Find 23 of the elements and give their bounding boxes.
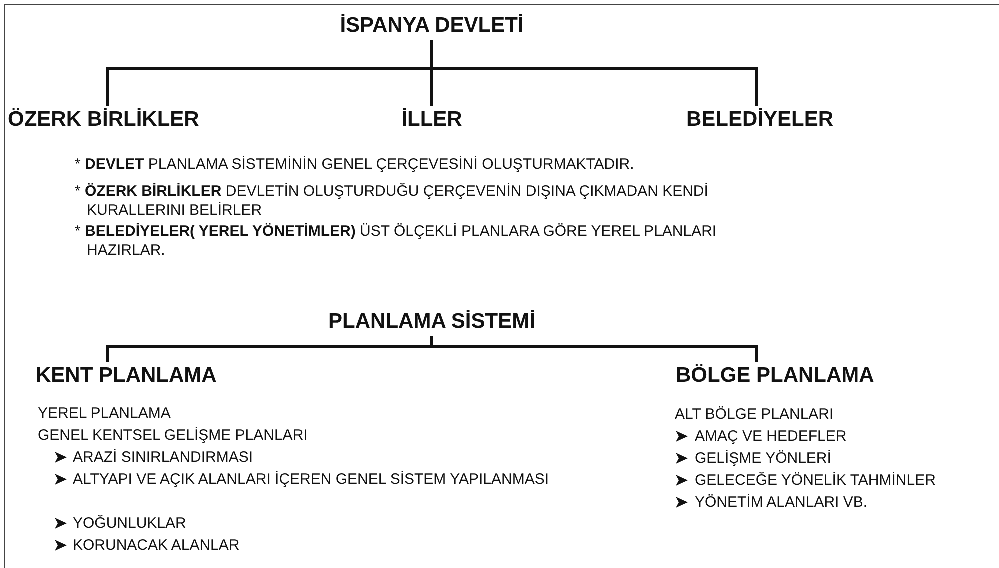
heading-text: İLLER bbox=[392, 106, 472, 134]
subheading-text: GENEL KENTSEL GELİŞME PLANLARI bbox=[38, 426, 309, 445]
list-item-text: ARAZİ SINIRLANDIRMASI bbox=[73, 448, 254, 467]
heading-text: KENT PLANLAMA bbox=[36, 362, 246, 392]
heading-text: İSPANYA DEVLETİ bbox=[322, 12, 542, 40]
list-item-text: GELİŞME YÖNLERİ bbox=[695, 449, 832, 468]
heading-text: BELEDİYELER bbox=[675, 106, 845, 134]
subheading-text: ALT BÖLGE PLANLARI bbox=[675, 405, 835, 424]
list-item-text: YÖNETİM ALANLARI VB. bbox=[695, 493, 869, 512]
subheading-text: YEREL PLANLAMA bbox=[38, 404, 172, 423]
note-text: *ÖZERK BİRLİKLER DEVLETİN OLUŞTURDUĞU ÇERÇEVENİN DIŞINA ÇIKMADAN KENDİ KURALLERINI BELİRLER bbox=[75, 182, 710, 220]
note-text: *BELEDİYELER( YEREL YÖNETİMLER) ÜST ÖLÇEKLİ PLANLARA GÖRE YEREL PLANLARI HAZIRLAR. bbox=[75, 222, 718, 260]
list-item-text: ALTYAPI VE AÇIK ALANLARI İÇEREN GENEL SİSTEM YAPILANMASI bbox=[73, 470, 550, 489]
list-item-text: AMAÇ VE HEDEFLER bbox=[695, 427, 848, 446]
tree-connector bbox=[430, 336, 758, 362]
list-item-text: YOĞUNLUKLAR bbox=[73, 514, 188, 533]
list-item-text: KORUNACAK ALANLAR bbox=[73, 536, 241, 555]
heading-text: ÖZERK BİRLİKLER bbox=[8, 106, 223, 134]
list-item-text: GELECEĞE YÖNELİK TAHMİNLER bbox=[695, 471, 937, 490]
heading-text: PLANLAMA SİSTEMİ bbox=[322, 308, 542, 336]
heading-text: BÖLGE PLANLAMA bbox=[676, 362, 906, 392]
note-text: *DEVLET PLANLAMA SİSTEMİNİN GENEL ÇERÇEVESİNİ OLUŞTURMAKTADIR. bbox=[75, 155, 636, 174]
tree-connector bbox=[430, 40, 758, 106]
